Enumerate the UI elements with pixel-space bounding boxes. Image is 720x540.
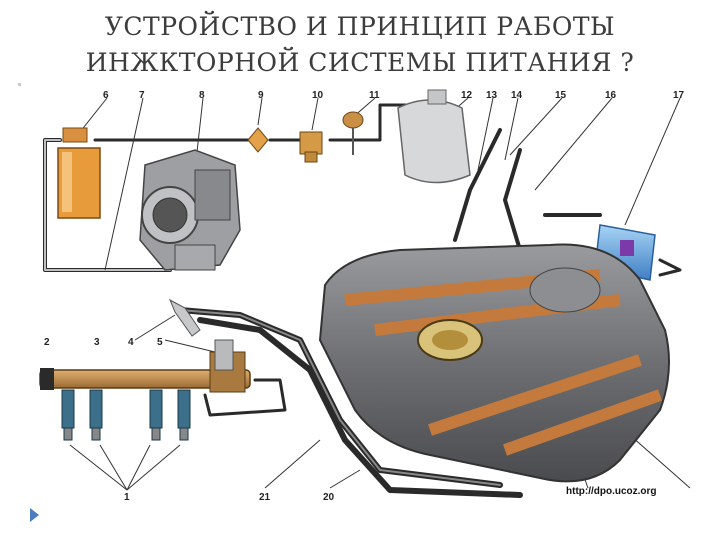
fuel-tank — [318, 243, 670, 483]
expansion-tank — [397, 89, 471, 184]
callout-3: 3 — [94, 337, 100, 348]
callout-5: 5 — [157, 337, 163, 348]
callout-17: 17 — [673, 90, 685, 101]
callout-13: 13 — [486, 90, 498, 101]
play-triangle-icon[interactable] — [30, 508, 39, 522]
callout-14: 14 — [511, 90, 523, 101]
callout-2: 2 — [44, 337, 50, 348]
callout-12: 12 — [461, 90, 473, 101]
callout-8: 8 — [199, 90, 205, 101]
pressure-regulator-parts — [247, 111, 364, 163]
throttle-body — [139, 149, 241, 271]
callout-10: 10 — [312, 90, 324, 101]
callout-11: 11 — [369, 90, 380, 101]
callout-21: 21 — [259, 492, 271, 503]
slide-title-line-2: ИНЖКТОРНОЙ СИСТЕМЫ ПИТАНИЯ ? — [85, 48, 635, 77]
fuel-filter — [57, 127, 101, 219]
callout-9: 9 — [258, 90, 264, 101]
callout-15: 15 — [555, 90, 567, 101]
watermark-url: http://dpo.ucoz.org — [566, 486, 657, 497]
slide-corner-marker — [18, 83, 21, 86]
fuel-injectors — [61, 389, 191, 441]
callout-16: 16 — [605, 90, 617, 101]
callout-7: 7 — [139, 90, 145, 101]
callout-leaders — [69, 97, 691, 491]
rail-fittings — [169, 298, 234, 371]
callout-1: 1 — [124, 492, 130, 503]
callout-4: 4 — [128, 337, 134, 348]
fuel-rail — [39, 351, 251, 393]
callout-6: 6 — [103, 90, 109, 101]
callout-numbers: 6 7 8 9 10 11 12 13 14 15 16 17 2 3 4 5 … — [44, 90, 685, 503]
slide-title-line-1: УСТРОЙСТВО И ПРИНЦИП РАБОТЫ — [104, 12, 616, 41]
callout-20: 20 — [323, 492, 335, 503]
